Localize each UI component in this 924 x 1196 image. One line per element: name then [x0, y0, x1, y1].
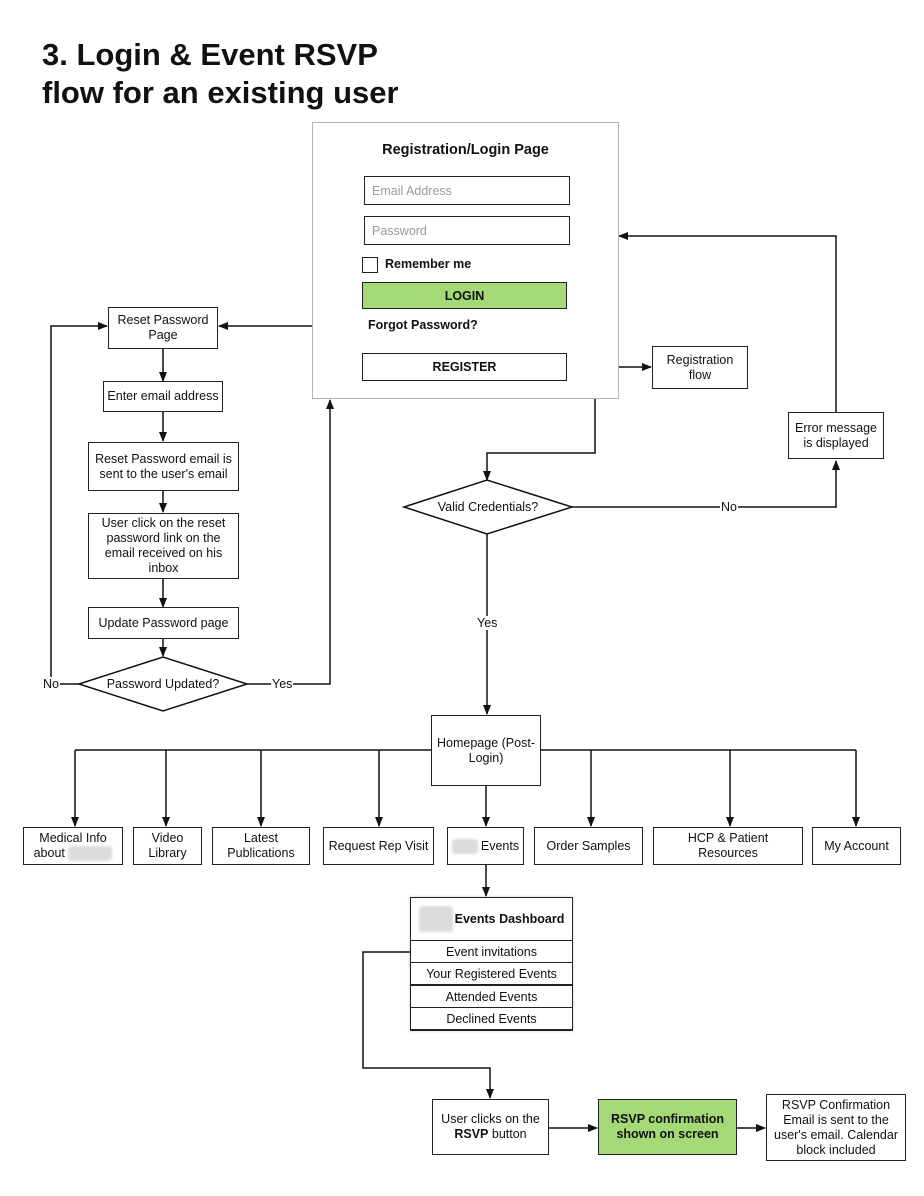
- dashboard-row-registered-events[interactable]: Your Registered Events: [410, 962, 573, 985]
- events-dashboard-title: Events Dashboard: [410, 897, 573, 940]
- error-message-node: Error message is displayed: [788, 412, 884, 459]
- email-field[interactable]: Email Address: [364, 176, 570, 205]
- dashboard-row-declined-events[interactable]: Declined Events: [410, 1007, 573, 1030]
- connector-password-no: [50, 322, 108, 685]
- register-button[interactable]: REGISTER: [362, 353, 567, 381]
- password-updated-diamond: [76, 656, 250, 712]
- menu-video-library[interactable]: Video Library: [133, 827, 202, 865]
- user-clicks-rsvp-node: User clicks on the RSVP button: [432, 1099, 549, 1155]
- valid-credentials-label: Valid Credentials?: [437, 500, 539, 514]
- title-line-2: flow for an existing user: [42, 75, 399, 110]
- medical-info-line-2: about: [34, 846, 113, 862]
- registration-flow-node: Registration flow: [652, 346, 748, 389]
- dashboard-row-attended-events[interactable]: Attended Events: [410, 985, 573, 1008]
- redacted-brand-name: [68, 846, 113, 862]
- login-button[interactable]: LOGIN: [362, 282, 567, 309]
- connector-invitations-to-rsvp: [362, 951, 494, 1099]
- menu-my-account[interactable]: My Account: [812, 827, 901, 865]
- credentials-yes-label: Yes: [476, 616, 499, 630]
- email-placeholder: Email Address: [372, 183, 452, 198]
- menu-medical-info[interactable]: Medical Info about: [23, 827, 123, 865]
- menu-events[interactable]: Events: [447, 827, 524, 865]
- medical-info-line-1: Medical Info: [39, 830, 107, 845]
- user-clicks-prefix: User clicks on the: [441, 1112, 540, 1126]
- rsvp-confirmation-screen-node: RSVP confirmation shown on screen: [598, 1099, 737, 1155]
- password-updated-label: Password Updated?: [106, 677, 220, 691]
- user-click-reset-node: User click on the reset password link on…: [88, 513, 239, 579]
- remember-me-checkbox[interactable]: [362, 257, 378, 273]
- update-password-node: Update Password page: [88, 607, 239, 639]
- reset-email-sent-node: Reset Password email is sent to the user…: [88, 442, 239, 491]
- enter-email-node: Enter email address: [103, 381, 223, 412]
- reset-password-page-node: Reset Password Page: [108, 307, 218, 349]
- login-page-heading: Registration/Login Page: [382, 142, 549, 158]
- user-clicks-line-2: RSVP button: [454, 1127, 527, 1141]
- password-yes-label: Yes: [271, 677, 294, 691]
- events-dashboard-title-label: Events Dashboard: [454, 911, 565, 926]
- connector-error-to-login: [618, 232, 837, 412]
- page-title: 3. Login & Event RSVP flow for an existi…: [42, 36, 399, 112]
- register-button-label: REGISTER: [432, 360, 497, 374]
- login-button-label: LOGIN: [444, 288, 485, 303]
- redacted-brand-logo: [418, 905, 453, 932]
- credentials-no-label: No: [720, 500, 738, 514]
- menu-events-label: Events: [480, 838, 520, 853]
- menu-hcp-resources[interactable]: HCP & Patient Resources: [653, 827, 803, 865]
- forgot-password-link[interactable]: Forgot Password?: [366, 318, 480, 332]
- rsvp-confirmation-email-node: RSVP Confirmation Email is sent to the u…: [766, 1094, 906, 1161]
- homepage-node: Homepage (Post-Login): [431, 715, 541, 786]
- password-field[interactable]: Password: [364, 216, 570, 245]
- menu-order-samples[interactable]: Order Samples: [534, 827, 643, 865]
- connector-password-yes: [247, 399, 334, 685]
- connector-credentials-no: [572, 460, 840, 508]
- dashboard-row-event-invitations[interactable]: Event invitations: [410, 940, 573, 963]
- remember-me-label: Remember me: [385, 257, 472, 271]
- menu-request-rep-visit[interactable]: Request Rep Visit: [323, 827, 434, 865]
- title-line-1: 3. Login & Event RSVP: [42, 37, 378, 72]
- valid-credentials-diamond: [401, 479, 575, 535]
- password-placeholder: Password: [372, 223, 427, 238]
- menu-latest-publications[interactable]: Latest Publications: [212, 827, 310, 865]
- password-no-label: No: [42, 677, 60, 691]
- redacted-brand-name: [451, 838, 478, 854]
